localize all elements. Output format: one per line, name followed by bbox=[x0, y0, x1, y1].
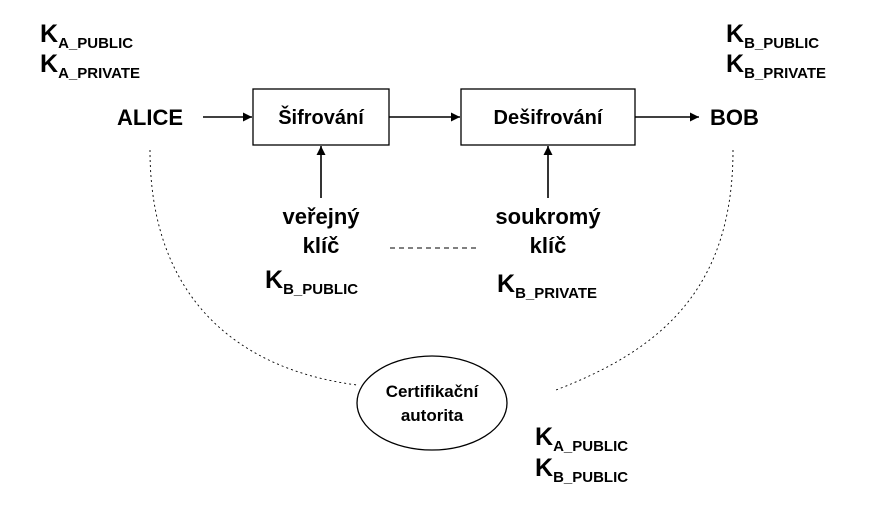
ca-ellipse bbox=[356, 355, 508, 451]
public-key-value: KB_PUBLIC bbox=[265, 266, 358, 298]
ca-label-line1: Certifikační bbox=[386, 382, 480, 401]
alice-key-public: KA_PUBLIC bbox=[40, 20, 133, 52]
ca-key-a-public: KA_PUBLIC bbox=[535, 423, 628, 455]
private-key-label-line2: klíč bbox=[530, 233, 567, 258]
ca-label-line2: autorita bbox=[401, 406, 464, 425]
bob-ca-connector bbox=[555, 149, 734, 391]
alice-key-private: KA_PRIVATE bbox=[40, 50, 140, 82]
decrypt-label: Dešifrování bbox=[494, 107, 604, 129]
private-key-value: KB_PRIVATE bbox=[497, 270, 597, 302]
alice-ca-connector bbox=[149, 149, 358, 386]
decrypt-box bbox=[460, 88, 636, 146]
bob-key-private: KB_PRIVATE bbox=[726, 50, 826, 82]
public-key-label-line2: klíč bbox=[303, 233, 340, 258]
ca-key-b-public: KB_PUBLIC bbox=[535, 454, 628, 486]
bob-label: BOB bbox=[710, 105, 759, 130]
bob-key-public: KB_PUBLIC bbox=[726, 20, 819, 52]
alice-label: ALICE bbox=[117, 105, 183, 130]
encrypt-label: Šifrování bbox=[278, 105, 365, 129]
public-key-label-line1: veřejný bbox=[282, 204, 360, 229]
private-key-label-line1: soukromý bbox=[495, 204, 601, 229]
